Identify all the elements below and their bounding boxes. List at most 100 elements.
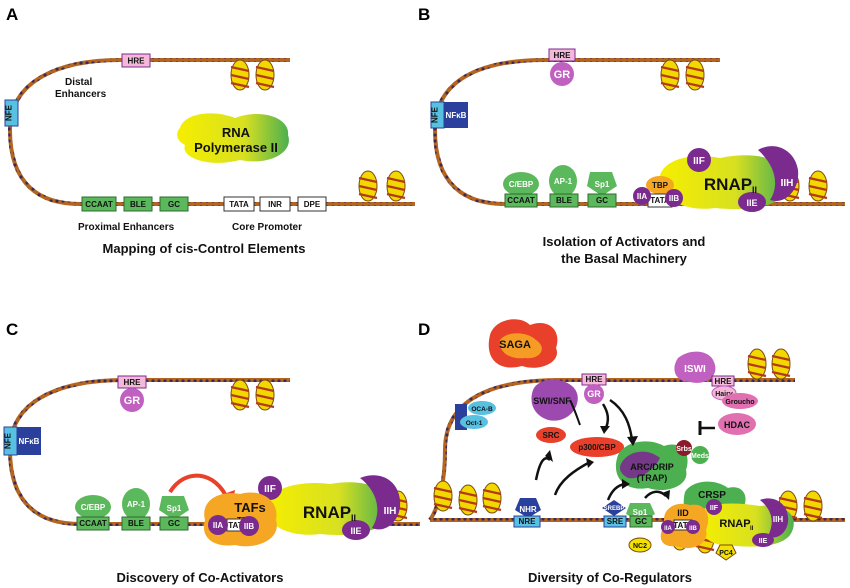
interaction-arrow	[553, 460, 591, 496]
element-label: NRE	[519, 517, 537, 526]
rnap-label: RNAP	[303, 503, 351, 522]
rnap-sub-label: II	[351, 513, 356, 523]
factor-label: IIF	[710, 505, 719, 512]
iih-factor	[760, 498, 789, 538]
oct1-factor	[460, 415, 488, 429]
srebp-factor	[602, 500, 626, 516]
gc-element	[587, 193, 617, 208]
factor-label: Sp1	[595, 180, 610, 189]
rnap-sub-label: II	[750, 526, 754, 532]
nfkb-factor	[444, 102, 468, 128]
element-label: TATA	[229, 200, 249, 209]
iih-factor	[360, 475, 401, 530]
factor-label: AP-1	[554, 177, 573, 186]
factor-label: PC4	[719, 550, 733, 557]
factor-label: SRC	[543, 431, 560, 440]
meds-factor	[691, 446, 709, 464]
dna-strand	[7, 58, 415, 206]
ble-element	[123, 196, 153, 212]
nucleosome-icon	[807, 169, 829, 203]
element-label: CCAAT	[79, 519, 107, 528]
arc-subunit	[620, 451, 660, 479]
cebp-factor	[503, 172, 539, 196]
tbp-factor	[646, 176, 674, 194]
cebp-factor	[75, 495, 111, 519]
panel-letter: D	[418, 320, 430, 339]
sp1-factor	[159, 496, 189, 520]
distal-label: Enhancers	[55, 89, 107, 100]
nre-element	[513, 515, 541, 528]
factor-label: Hairy	[715, 391, 733, 398]
element-label: INR	[268, 200, 282, 209]
nucleosome-icon	[229, 378, 251, 412]
hre-element	[121, 53, 151, 68]
factor-label: Oct-1	[466, 420, 483, 427]
factor-label: TBP	[652, 181, 669, 190]
tata-element	[223, 196, 255, 212]
nucleosome-icon	[385, 169, 407, 203]
factor-label: IIH	[773, 515, 783, 524]
element-label: BLE	[556, 196, 573, 205]
nucleosome-icon	[746, 347, 768, 381]
factor-label: IIB	[669, 194, 679, 203]
factor-label: Groucho	[725, 399, 754, 406]
iih-factor	[758, 146, 799, 201]
factor-label: SAGA	[499, 339, 531, 351]
iswi-complex	[674, 351, 716, 383]
iif-factor	[258, 476, 282, 500]
element-label: NFE	[431, 106, 440, 123]
gr-factor	[584, 384, 604, 404]
nucleosome-icon	[659, 58, 681, 92]
factor-label: NFκB	[446, 111, 467, 120]
hre-label: HRE	[128, 57, 146, 66]
rnap-sub-label: II	[752, 185, 757, 195]
ccaat-element	[76, 516, 110, 531]
caption: Mapping of cis-Control Elements	[103, 241, 306, 256]
element-label: TATA	[673, 521, 693, 530]
ble-element	[121, 516, 151, 531]
element-label: GC	[168, 200, 180, 209]
iie-factor	[752, 533, 774, 547]
iif-factor	[687, 148, 711, 172]
factor-label: IIA	[637, 192, 647, 201]
sre-element	[603, 515, 627, 528]
factor-label: Sp1	[633, 508, 648, 517]
distal-label: Distal	[65, 77, 92, 88]
pc4-factor	[715, 544, 737, 561]
element-label: GC	[596, 196, 608, 205]
ap1-factor	[122, 488, 150, 520]
factor-label: IIE	[759, 538, 768, 545]
factor-label: NHR	[519, 505, 537, 514]
element-label: CCAAT	[85, 200, 113, 209]
swisnf-complex	[531, 379, 578, 421]
factor-label: IIE	[746, 198, 757, 208]
element-label: GC	[168, 519, 180, 528]
groucho-factor	[722, 393, 758, 409]
arrow-head	[600, 426, 610, 434]
factor-label: C/EBP	[81, 503, 106, 512]
panel-a: A HRE NFE Distal Enhancers RNA Polymeras…	[4, 5, 415, 256]
ccaat-element	[81, 196, 117, 212]
srbs-factor	[676, 440, 692, 456]
caption: Discovery of Co-Activators	[117, 570, 284, 585]
caption: Isolation of Activators and	[543, 234, 706, 249]
hre-element	[548, 48, 576, 62]
element-label: HRE	[124, 378, 142, 387]
interaction-arrow	[569, 399, 581, 426]
factor-label: ISWI	[684, 364, 706, 375]
panel-b: B HRE GR NFE NFκB C/EBP AP-1 Sp1 CCAAT B…	[418, 5, 845, 266]
ccaat-element	[504, 193, 538, 208]
iif-factor	[706, 499, 722, 515]
factor-label: IIH	[384, 506, 397, 517]
ble-element	[549, 193, 579, 208]
iie-factor	[738, 192, 766, 212]
panel-d: D SAGA ISWI SWI/SNF HRE GR OCA-B Oct-1 S…	[418, 319, 845, 585]
element-label: TATA	[228, 521, 248, 530]
factor-label: NFκB	[19, 437, 40, 446]
nfe-element	[4, 99, 19, 127]
iia-factor	[633, 187, 651, 205]
nucleosome-icon	[770, 347, 792, 381]
factor-label: Srbs	[676, 446, 692, 453]
arrow-head	[662, 490, 670, 500]
nucleosome-icon	[457, 483, 479, 517]
